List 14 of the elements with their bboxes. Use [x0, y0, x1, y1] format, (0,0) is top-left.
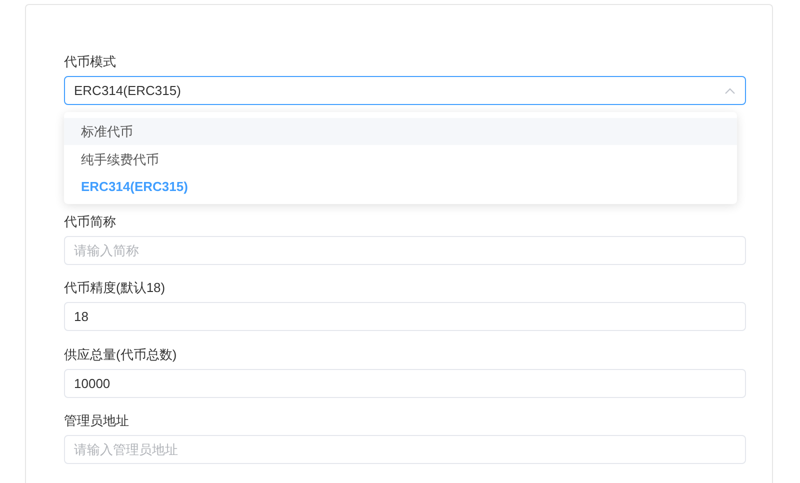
field-label: 供应总量(代币总数): [64, 347, 177, 363]
field-label: 管理员地址: [64, 413, 129, 429]
input-field: 18: [64, 302, 746, 331]
menu-option: 纯手续费代币: [64, 146, 737, 172]
input-field: 请输入简称: [64, 236, 746, 265]
field-label: 代币简称: [64, 214, 116, 230]
field-label: 代币精度(默认18): [64, 280, 166, 296]
select-field: ERC314(ERC315): [64, 76, 746, 105]
menu-option: ERC314(ERC315): [64, 173, 737, 200]
input-field: 请输入管理员地址: [64, 435, 746, 464]
input-field: 10000: [64, 369, 746, 398]
menu-option: 标准代币: [64, 118, 737, 145]
form-card: [25, 4, 773, 483]
field-label: 代币模式: [64, 54, 116, 70]
